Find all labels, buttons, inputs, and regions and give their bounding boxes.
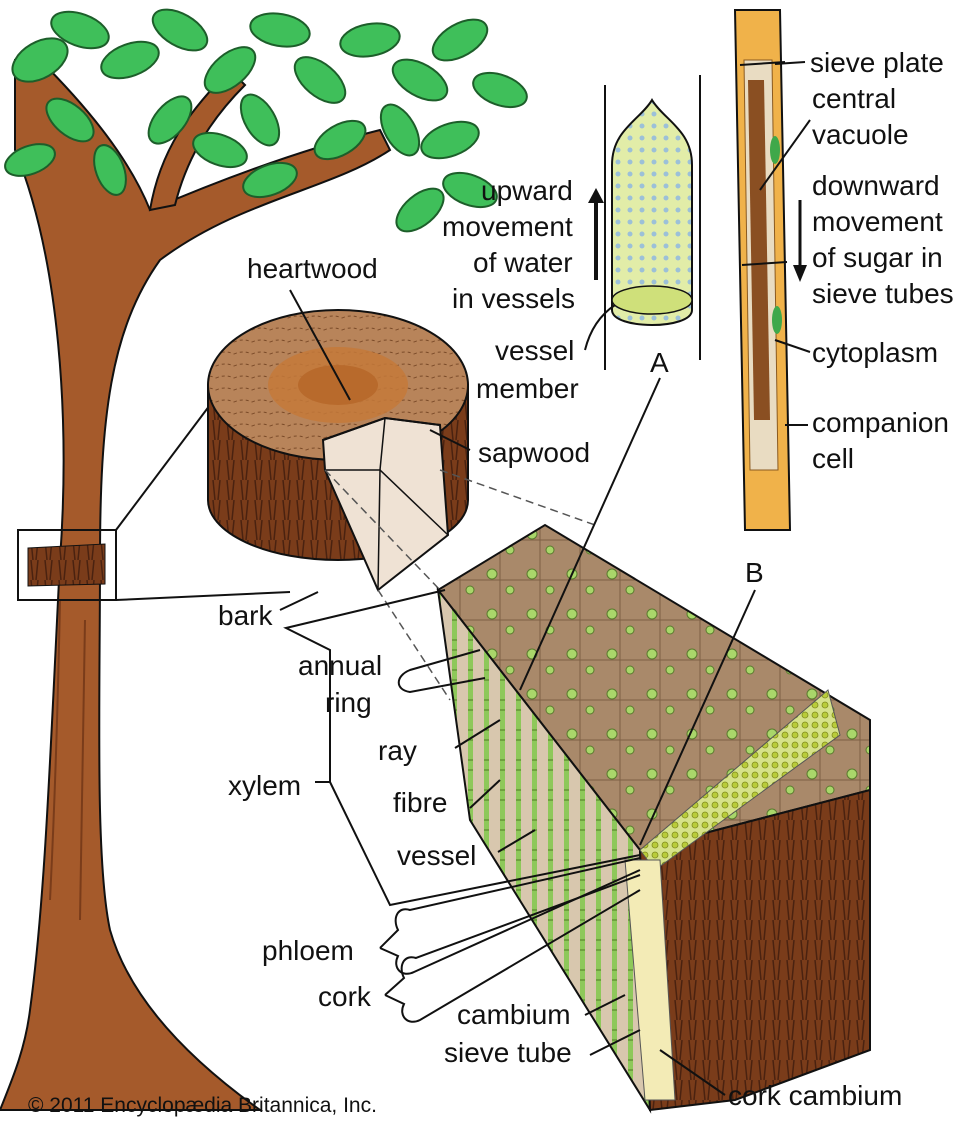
label-sapwood: sapwood: [478, 437, 590, 468]
label-vessel-member-line1: vessel: [495, 335, 574, 366]
label-xylem: xylem: [228, 770, 301, 801]
label-downward-line3: of sugar in: [812, 242, 943, 273]
label-vessel: vessel: [397, 840, 476, 871]
label-upward-line1: upward: [481, 175, 573, 206]
label-ray: ray: [378, 735, 417, 766]
label-cambium: cambium: [457, 999, 571, 1030]
label-upward-line4: in vessels: [452, 283, 575, 314]
label-downward-line1: downward: [812, 170, 940, 201]
label-companion-cell-line1: companion: [812, 407, 949, 438]
label-bark: bark: [218, 600, 273, 631]
label-fibre: fibre: [393, 787, 447, 818]
label-phloem: phloem: [262, 935, 354, 966]
label-upward-line2: movement: [442, 211, 573, 242]
label-central-vacuole-line2: vacuole: [812, 119, 909, 150]
label-companion-cell-line2: cell: [812, 443, 854, 474]
label-downward-line4: sieve tubes: [812, 278, 954, 309]
label-sieve-tube: sieve tube: [444, 1037, 572, 1068]
label-vessel-member-line2: member: [476, 373, 579, 404]
marker-a: A: [650, 347, 669, 378]
label-annual-ring-line2: ring: [325, 687, 372, 718]
log-cross-section: [208, 310, 468, 590]
label-cytoplasm: cytoplasm: [812, 337, 938, 368]
sieve-tube-illustration: [735, 10, 807, 530]
vessel-member-illustration: [588, 75, 700, 370]
label-central-vacuole-line1: central: [812, 83, 896, 114]
label-heartwood: heartwood: [247, 253, 378, 284]
label-upward-line3: of water: [473, 247, 573, 278]
label-cork-cambium: cork cambium: [728, 1080, 902, 1111]
marker-b: B: [745, 557, 764, 588]
label-annual-ring-line1: annual: [298, 650, 382, 681]
label-downward-line2: movement: [812, 206, 943, 237]
label-cork: cork: [318, 981, 372, 1012]
label-sieve-plate: sieve plate: [810, 47, 944, 78]
copyright-notice: © 2011 Encyclopædia Britannica, Inc.: [28, 1094, 377, 1117]
